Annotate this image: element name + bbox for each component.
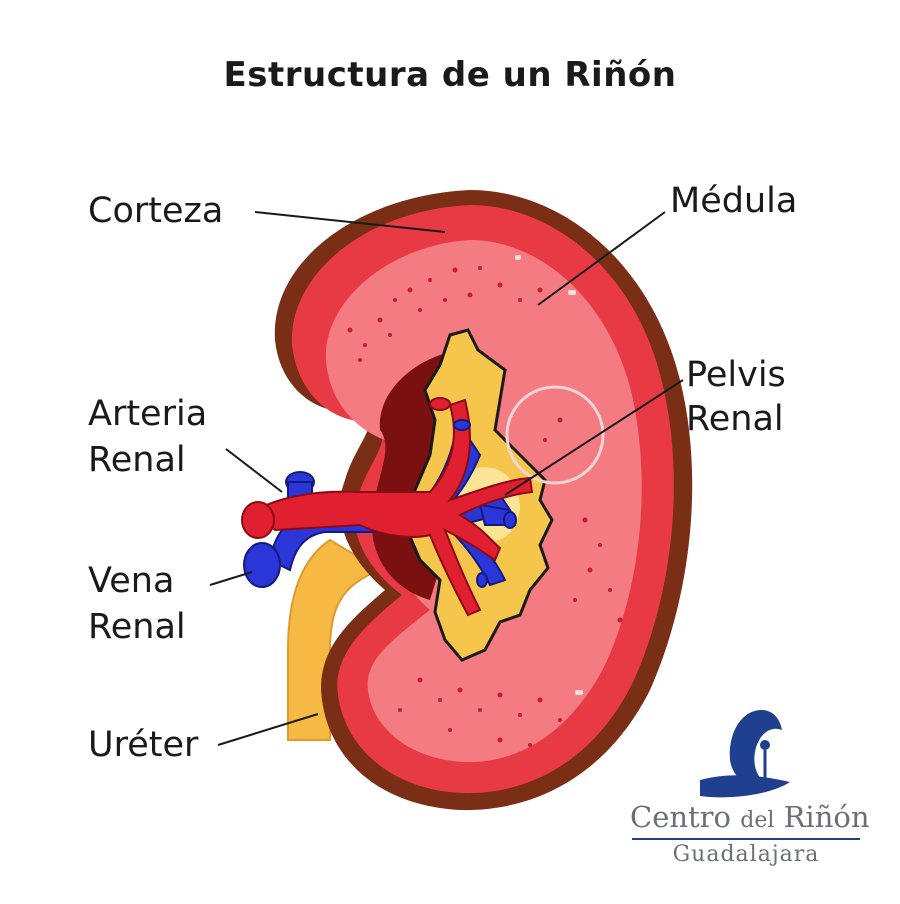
label-vena-renal-line2: Renal [88,607,186,647]
minor-calyx-outline [505,385,605,485]
label-pelvis-renal-line2: Renal [686,399,784,439]
medulla-highlights [515,255,583,695]
renal-artery [241,397,534,617]
label-arteria-renal-line2: Renal [88,440,186,480]
label-medula: Médula [670,181,798,221]
logo-name: Centro del Riñón [630,800,870,834]
logo-icon [700,710,790,798]
label-pelvis-renal-line1: Pelvis [686,355,786,395]
cortex-speckles [347,266,623,747]
ureter-tube [287,538,383,741]
logo-divider [632,838,860,840]
label-corteza: Corteza [88,191,224,231]
logo-name-part1: Centro [630,800,732,834]
label-ureter: Uréter [88,725,199,765]
logo-name-part2: del [740,808,775,833]
diagram-title: Estructura de un Riñón [223,55,677,95]
label-vena-renal-line1: Vena [88,561,175,601]
vein-tips [453,419,517,588]
leader-lines [209,211,684,746]
label-arteria-renal-line1: Arteria [88,394,208,434]
logo-name-part3: Riñón [783,800,870,834]
logo-city: Guadalajara [672,842,820,867]
